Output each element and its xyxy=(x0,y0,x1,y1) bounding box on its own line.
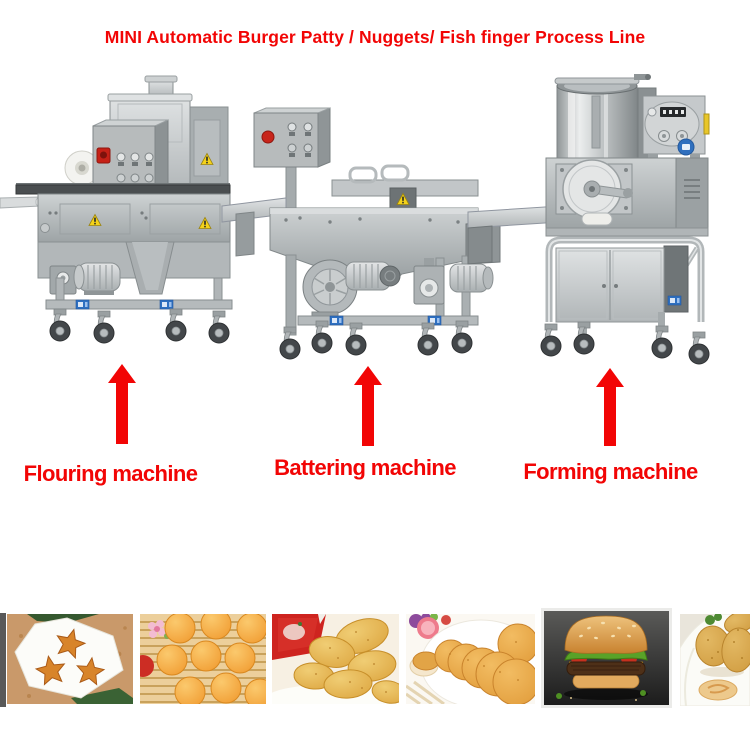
page-title: MINI Automatic Burger Patty / Nuggets/ F… xyxy=(104,27,646,47)
drive-motor xyxy=(73,262,121,295)
photo-breaded-patties xyxy=(406,614,535,704)
up-arrow-icon xyxy=(354,366,382,446)
pump-gearbox xyxy=(413,258,494,305)
flower-garnish xyxy=(148,620,170,639)
emergency-knob xyxy=(261,130,275,144)
photo-strip-edge xyxy=(0,613,6,707)
process-line-illustration xyxy=(0,74,710,446)
flouring-machine-figure xyxy=(0,75,233,344)
forming-wheel xyxy=(562,159,633,219)
product-photos-strip xyxy=(0,608,750,724)
photo-cheeseburger xyxy=(541,608,672,708)
panel-buttons xyxy=(116,152,154,187)
outfeed-tray xyxy=(0,196,41,209)
up-arrow-icon xyxy=(108,364,136,444)
cabinet xyxy=(555,247,665,323)
digital-display xyxy=(660,107,686,117)
photo-croquettes xyxy=(680,614,750,706)
forming-machine-figure xyxy=(467,74,710,365)
blower-motor xyxy=(345,261,401,291)
control-panel xyxy=(642,95,710,160)
up-arrow-icon xyxy=(596,368,624,446)
battering-machine-figure xyxy=(221,107,501,360)
label-flouring-machine: Flouring machine xyxy=(23,461,198,486)
photo-nuggets-ketchup xyxy=(272,614,399,704)
control-box xyxy=(253,107,331,168)
photo-steamer-nuggets xyxy=(140,614,266,704)
garnish xyxy=(409,614,451,639)
hopper-drum xyxy=(554,74,651,161)
label-battering-machine: Battering machine xyxy=(274,455,456,480)
label-forming-machine: Forming machine xyxy=(523,459,698,484)
photo-star-nuggets xyxy=(7,614,133,704)
